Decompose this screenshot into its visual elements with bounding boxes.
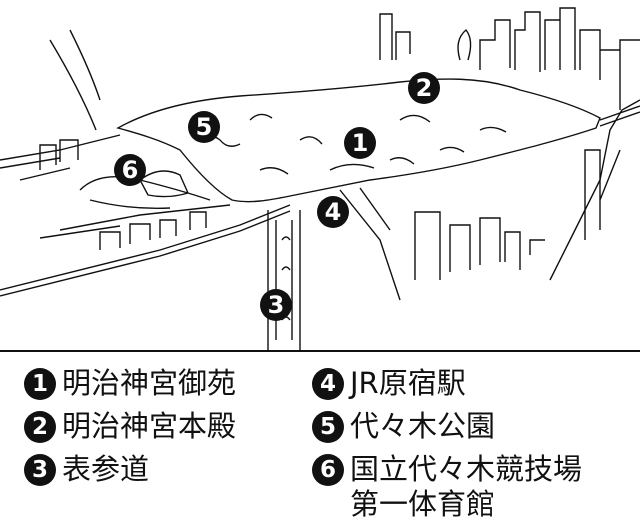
- legend-item: 6 国立代々木競技場 第一体育館: [312, 452, 582, 522]
- marker-2-meiji-jingu-honden: 2: [408, 72, 440, 104]
- legend-number: 3: [24, 454, 56, 486]
- legend-label: 明治神宮御苑: [62, 366, 237, 400]
- legend-label: 代々木公園: [350, 409, 496, 443]
- map-illustration: 1 2 3 4 5 6: [0, 7, 640, 352]
- legend-item: 1 明治神宮御苑: [24, 366, 236, 401]
- legend-number: 4: [312, 368, 344, 400]
- marker-4-jr-harajuku: 4: [317, 196, 349, 228]
- marker-6-yoyogi-gymnasium: 6: [114, 154, 146, 186]
- marker-1-meiji-jingu-gyoen: 1: [344, 127, 376, 159]
- legend-item: 5 代々木公園: [312, 409, 495, 444]
- marker-5-yoyogi-park: 5: [188, 111, 220, 143]
- legend-label: 表参道: [62, 452, 150, 486]
- legend-number: 6: [312, 454, 344, 486]
- legend-item: 2 明治神宮本殿: [24, 409, 236, 444]
- legend-number: 2: [24, 411, 56, 443]
- legend-label: 明治神宮本殿: [62, 409, 237, 443]
- legend-item: 4 JR原宿駅: [312, 366, 466, 401]
- line-drawing: [0, 7, 640, 352]
- marker-3-omotesando: 3: [260, 289, 292, 321]
- legend-label: JR原宿駅: [350, 366, 466, 400]
- legend-label: 国立代々木競技場 第一体育館: [350, 452, 583, 521]
- legend-number: 5: [312, 411, 344, 443]
- legend-item: 3 表参道: [24, 452, 149, 487]
- legend-number: 1: [24, 368, 56, 400]
